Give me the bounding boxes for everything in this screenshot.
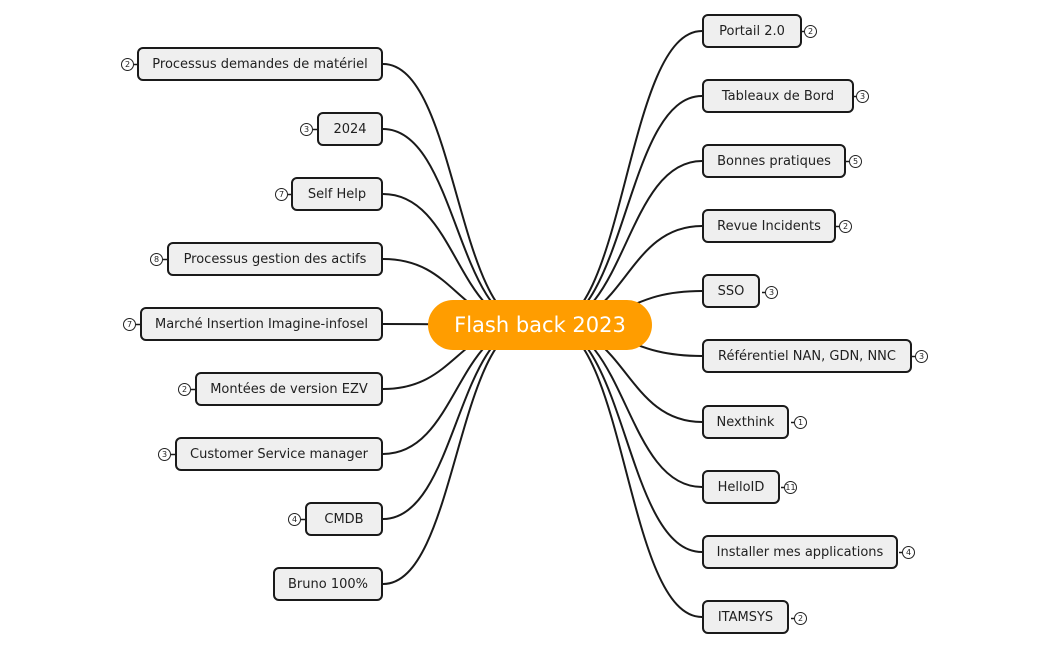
topic-label: Installer mes applications: [716, 544, 884, 560]
topic-bonnes-pratiques[interactable]: Bonnes pratiques: [702, 144, 846, 178]
subtopic-count-badge[interactable]: 3: [765, 286, 778, 299]
topic-marche-insertion[interactable]: Marché Insertion Imagine-infosel: [140, 307, 383, 341]
subtopic-count-badge[interactable]: 4: [902, 546, 915, 559]
topic-sso[interactable]: SSO: [702, 274, 760, 308]
subtopic-count-badge[interactable]: 3: [915, 350, 928, 363]
topic-bruno-100[interactable]: Bruno 100%: [273, 567, 383, 601]
topic-label: Montées de version EZV: [210, 381, 368, 397]
topic-label: Marché Insertion Imagine-infosel: [154, 316, 368, 332]
topic-nexthink[interactable]: Nexthink: [702, 405, 789, 439]
central-topic-label: Flash back 2023: [454, 313, 626, 337]
topic-processus-gestion-actifs[interactable]: Processus gestion des actifs: [167, 242, 383, 276]
topic-label: CMDB: [324, 511, 364, 527]
connector-line: [382, 63, 531, 326]
subtopic-count-badge[interactable]: 11: [784, 481, 797, 494]
topic-label: Processus gestion des actifs: [183, 251, 367, 267]
subtopic-count-badge[interactable]: 7: [123, 318, 136, 331]
subtopic-count-badge[interactable]: 2: [794, 612, 807, 625]
topic-label: Bonnes pratiques: [717, 153, 831, 169]
subtopic-count-badge[interactable]: 5: [849, 155, 862, 168]
subtopic-count-badge[interactable]: 3: [856, 90, 869, 103]
topic-label: Processus demandes de matériel: [152, 56, 368, 72]
topic-installer-mes-applications[interactable]: Installer mes applications: [702, 535, 898, 569]
topic-label: Self Help: [307, 186, 367, 202]
topic-itamsys[interactable]: ITAMSYS: [702, 600, 789, 634]
central-topic[interactable]: Flash back 2023: [428, 300, 652, 350]
topic-self-help[interactable]: Self Help: [291, 177, 383, 211]
connector-line: [549, 30, 703, 326]
subtopic-count-badge[interactable]: 2: [804, 25, 817, 38]
topic-portail-2-0[interactable]: Portail 2.0: [702, 14, 802, 48]
subtopic-count-badge[interactable]: 3: [300, 123, 313, 136]
connector-line: [382, 324, 531, 520]
connector-line: [549, 95, 703, 326]
topic-label: Bruno 100%: [288, 576, 368, 592]
topic-helloid[interactable]: HelloID: [702, 470, 780, 504]
topic-label: Customer Service manager: [190, 446, 368, 462]
topic-label: 2024: [333, 121, 367, 137]
topic-montees-version-ezv[interactable]: Montées de version EZV: [195, 372, 383, 406]
topic-label: Portail 2.0: [719, 23, 785, 39]
connector-line: [382, 128, 531, 326]
subtopic-count-badge[interactable]: 3: [158, 448, 171, 461]
subtopic-count-badge[interactable]: 1: [794, 416, 807, 429]
topic-label: Tableaux de Bord: [721, 88, 835, 104]
topic-label: Nexthink: [716, 414, 775, 430]
connector-line: [549, 324, 703, 618]
topic-label: SSO: [717, 283, 745, 299]
topic-label: HelloID: [717, 479, 765, 495]
connector-line: [382, 324, 531, 585]
subtopic-count-badge[interactable]: 8: [150, 253, 163, 266]
subtopic-count-badge[interactable]: 7: [275, 188, 288, 201]
subtopic-count-badge[interactable]: 2: [839, 220, 852, 233]
subtopic-count-badge[interactable]: 2: [178, 383, 191, 396]
connector-line: [549, 324, 703, 553]
topic-label: Référentiel NAN, GDN, NNC: [718, 348, 896, 364]
topic-cmdb[interactable]: CMDB: [305, 502, 383, 536]
subtopic-count-badge[interactable]: 2: [121, 58, 134, 71]
topic-tableaux-de-bord[interactable]: Tableaux de Bord: [702, 79, 854, 113]
topic-label: ITAMSYS: [717, 609, 774, 625]
subtopic-count-badge[interactable]: 4: [288, 513, 301, 526]
topic-customer-service-manager[interactable]: Customer Service manager: [175, 437, 383, 471]
topic-processus-demandes-materiel[interactable]: Processus demandes de matériel: [137, 47, 383, 81]
topic-revue-incidents[interactable]: Revue Incidents: [702, 209, 836, 243]
topic-label: Revue Incidents: [717, 218, 821, 234]
topic-2024[interactable]: 2024: [317, 112, 383, 146]
topic-referentiel-nan-gdn-nnc[interactable]: Référentiel NAN, GDN, NNC: [702, 339, 912, 373]
